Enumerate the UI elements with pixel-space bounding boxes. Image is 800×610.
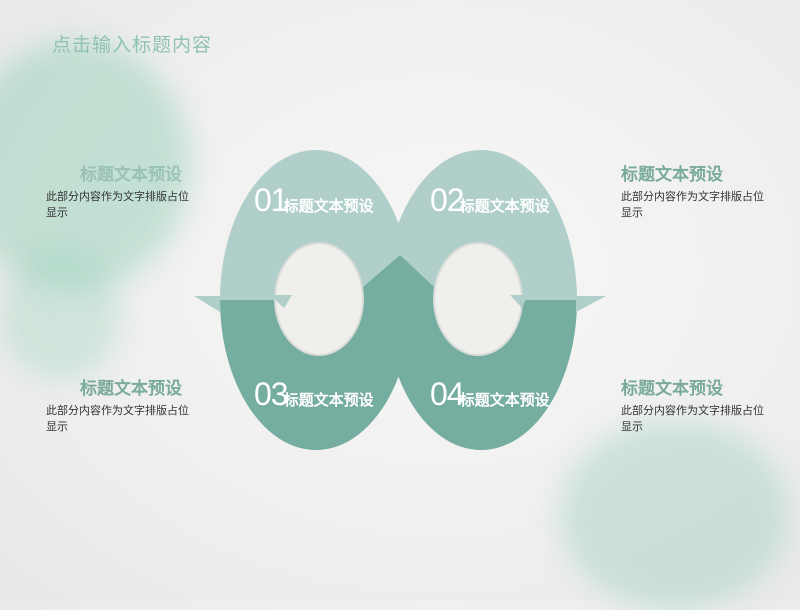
segment-number: 01 (254, 182, 289, 218)
segment-text: 标题文本预设 (283, 391, 374, 409)
segment-03-shape (220, 300, 412, 450)
left-arrow-tip (194, 296, 220, 312)
text-block-top-right: 标题文本预设 此部分内容作为文字排版占位显示 (621, 164, 771, 221)
watercolor-wash-left (0, 40, 190, 290)
block-body: 此部分内容作为文字排版占位显示 (621, 190, 764, 219)
block-body: 此部分内容作为文字排版占位显示 (621, 404, 764, 433)
segment-text: 标题文本预设 (283, 197, 374, 215)
block-heading: 标题文本预设 (621, 165, 723, 185)
block-body: 此部分内容作为文字排版占位显示 (46, 404, 189, 433)
segment-02-shape (385, 150, 577, 300)
segment-01-shape (220, 150, 412, 300)
segment-number: 04 (430, 376, 465, 412)
segment-label-02: 02 标题文本预设 (430, 182, 550, 219)
right-hole (433, 242, 523, 356)
segment-label-03: 03 标题文本预设 (254, 376, 374, 413)
segment-number: 03 (254, 376, 289, 412)
text-block-bottom-left: 标题文本预设 此部分内容作为文字排版占位显示 (46, 378, 196, 435)
center-up-arrow (348, 255, 448, 320)
block-heading: 标题文本预设 (621, 379, 723, 399)
block-heading: 标题文本预设 (80, 379, 182, 399)
segment-text: 标题文本预设 (459, 197, 550, 215)
watercolor-wash-left-lower (0, 250, 120, 380)
block-heading: 标题文本预设 (80, 165, 182, 185)
block-body: 此部分内容作为文字排版占位显示 (46, 190, 189, 219)
text-block-bottom-right: 标题文本预设 此部分内容作为文字排版占位显示 (621, 378, 771, 435)
segment-label-01: 01 标题文本预设 (254, 182, 374, 219)
text-block-top-left: 标题文本预设 此部分内容作为文字排版占位显示 (46, 164, 196, 221)
right-inner-arrow (510, 295, 528, 308)
segment-04-shape (385, 300, 577, 450)
slide-title: 点击输入标题内容 (52, 34, 213, 56)
watercolor-wash-right (560, 420, 790, 610)
segment-number: 02 (430, 182, 465, 218)
segment-label-04: 04 标题文本预设 (430, 376, 550, 413)
left-inner-arrow (270, 295, 292, 308)
right-arrow-tip (576, 296, 606, 312)
segment-text: 标题文本预设 (459, 391, 550, 409)
